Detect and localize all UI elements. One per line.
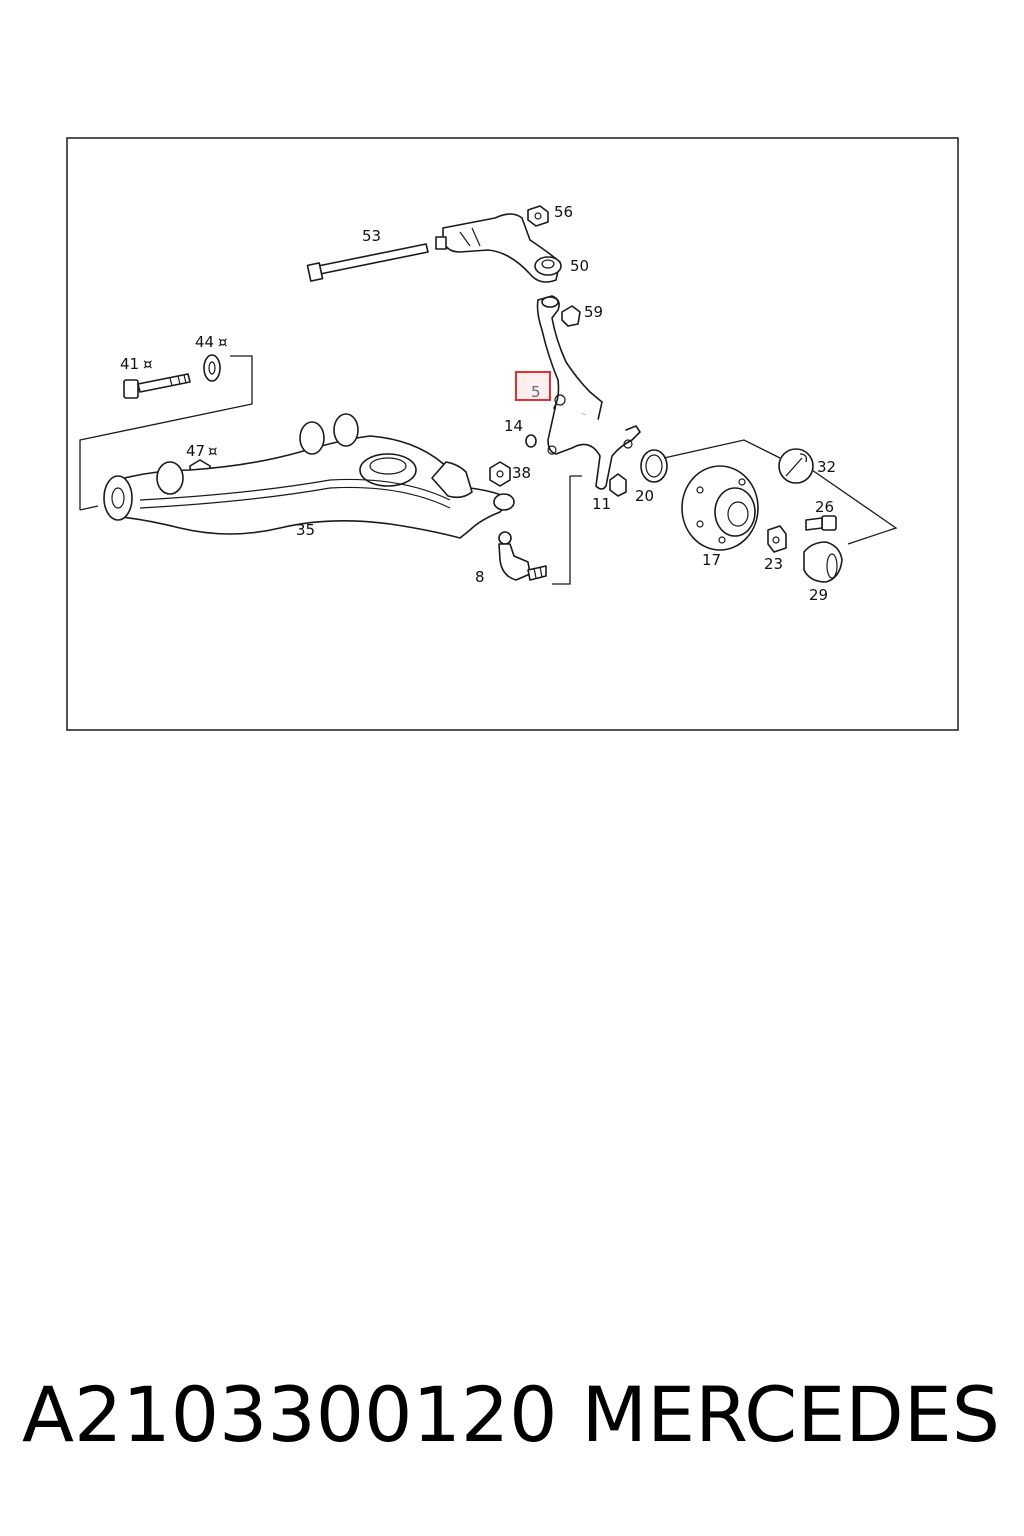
- part-number: A2103300120: [22, 1370, 558, 1459]
- bolt-41[interactable]: [123, 373, 191, 399]
- leader-lines: [79, 355, 898, 585]
- diagram-frame: [66, 137, 959, 731]
- marker-44: ¤: [218, 333, 228, 351]
- bolt-53[interactable]: [306, 243, 429, 282]
- bolt-26[interactable]: [805, 515, 837, 531]
- ball-joint-8[interactable]: [498, 531, 547, 581]
- label-20: 20: [635, 487, 654, 505]
- lower-control-arm-35[interactable]: [103, 413, 515, 539]
- seal-20[interactable]: [640, 449, 668, 483]
- label-35: 35: [296, 521, 315, 539]
- parts-diagram: 53 56 50 59 44 ¤ 41 ¤ 47 ¤ 14 5 38 35 8 …: [66, 137, 959, 731]
- brand-name: MERCEDES: [581, 1370, 1000, 1459]
- bushing-14[interactable]: [525, 434, 537, 448]
- label-32: 32: [817, 458, 836, 476]
- label-41: 41: [120, 355, 139, 373]
- steering-knuckle-5[interactable]: [536, 295, 641, 490]
- nut-38[interactable]: [489, 461, 511, 487]
- footer: A2103300120 MERCEDES: [0, 1370, 1024, 1480]
- label-56: 56: [554, 203, 573, 221]
- label-23: 23: [764, 555, 783, 573]
- clamp-23[interactable]: [767, 525, 787, 553]
- label-17: 17: [702, 551, 721, 569]
- upper-control-arm[interactable]: [435, 213, 562, 283]
- label-44: 44: [195, 333, 214, 351]
- marker-41: ¤: [143, 355, 153, 373]
- label-38: 38: [512, 464, 531, 482]
- marker-47: ¤: [208, 442, 218, 460]
- label-50: 50: [570, 257, 589, 275]
- highlight-box: [515, 371, 551, 401]
- label-47: 47: [186, 442, 205, 460]
- nut-59[interactable]: [561, 305, 581, 327]
- label-26: 26: [815, 498, 834, 516]
- nut-56[interactable]: [527, 205, 549, 227]
- wrench-icon: [778, 448, 814, 484]
- label-59: 59: [584, 303, 603, 321]
- label-11: 11: [592, 495, 611, 513]
- nut-11[interactable]: [609, 473, 627, 497]
- label-14: 14: [504, 417, 523, 435]
- wheel-hub-17[interactable]: [681, 465, 759, 551]
- hub-cap-29[interactable]: [803, 541, 843, 583]
- label-5: 5: [531, 383, 541, 401]
- label-53: 53: [362, 227, 381, 245]
- label-8: 8: [475, 568, 485, 586]
- washer-44[interactable]: [203, 354, 221, 382]
- label-29: 29: [809, 586, 828, 604]
